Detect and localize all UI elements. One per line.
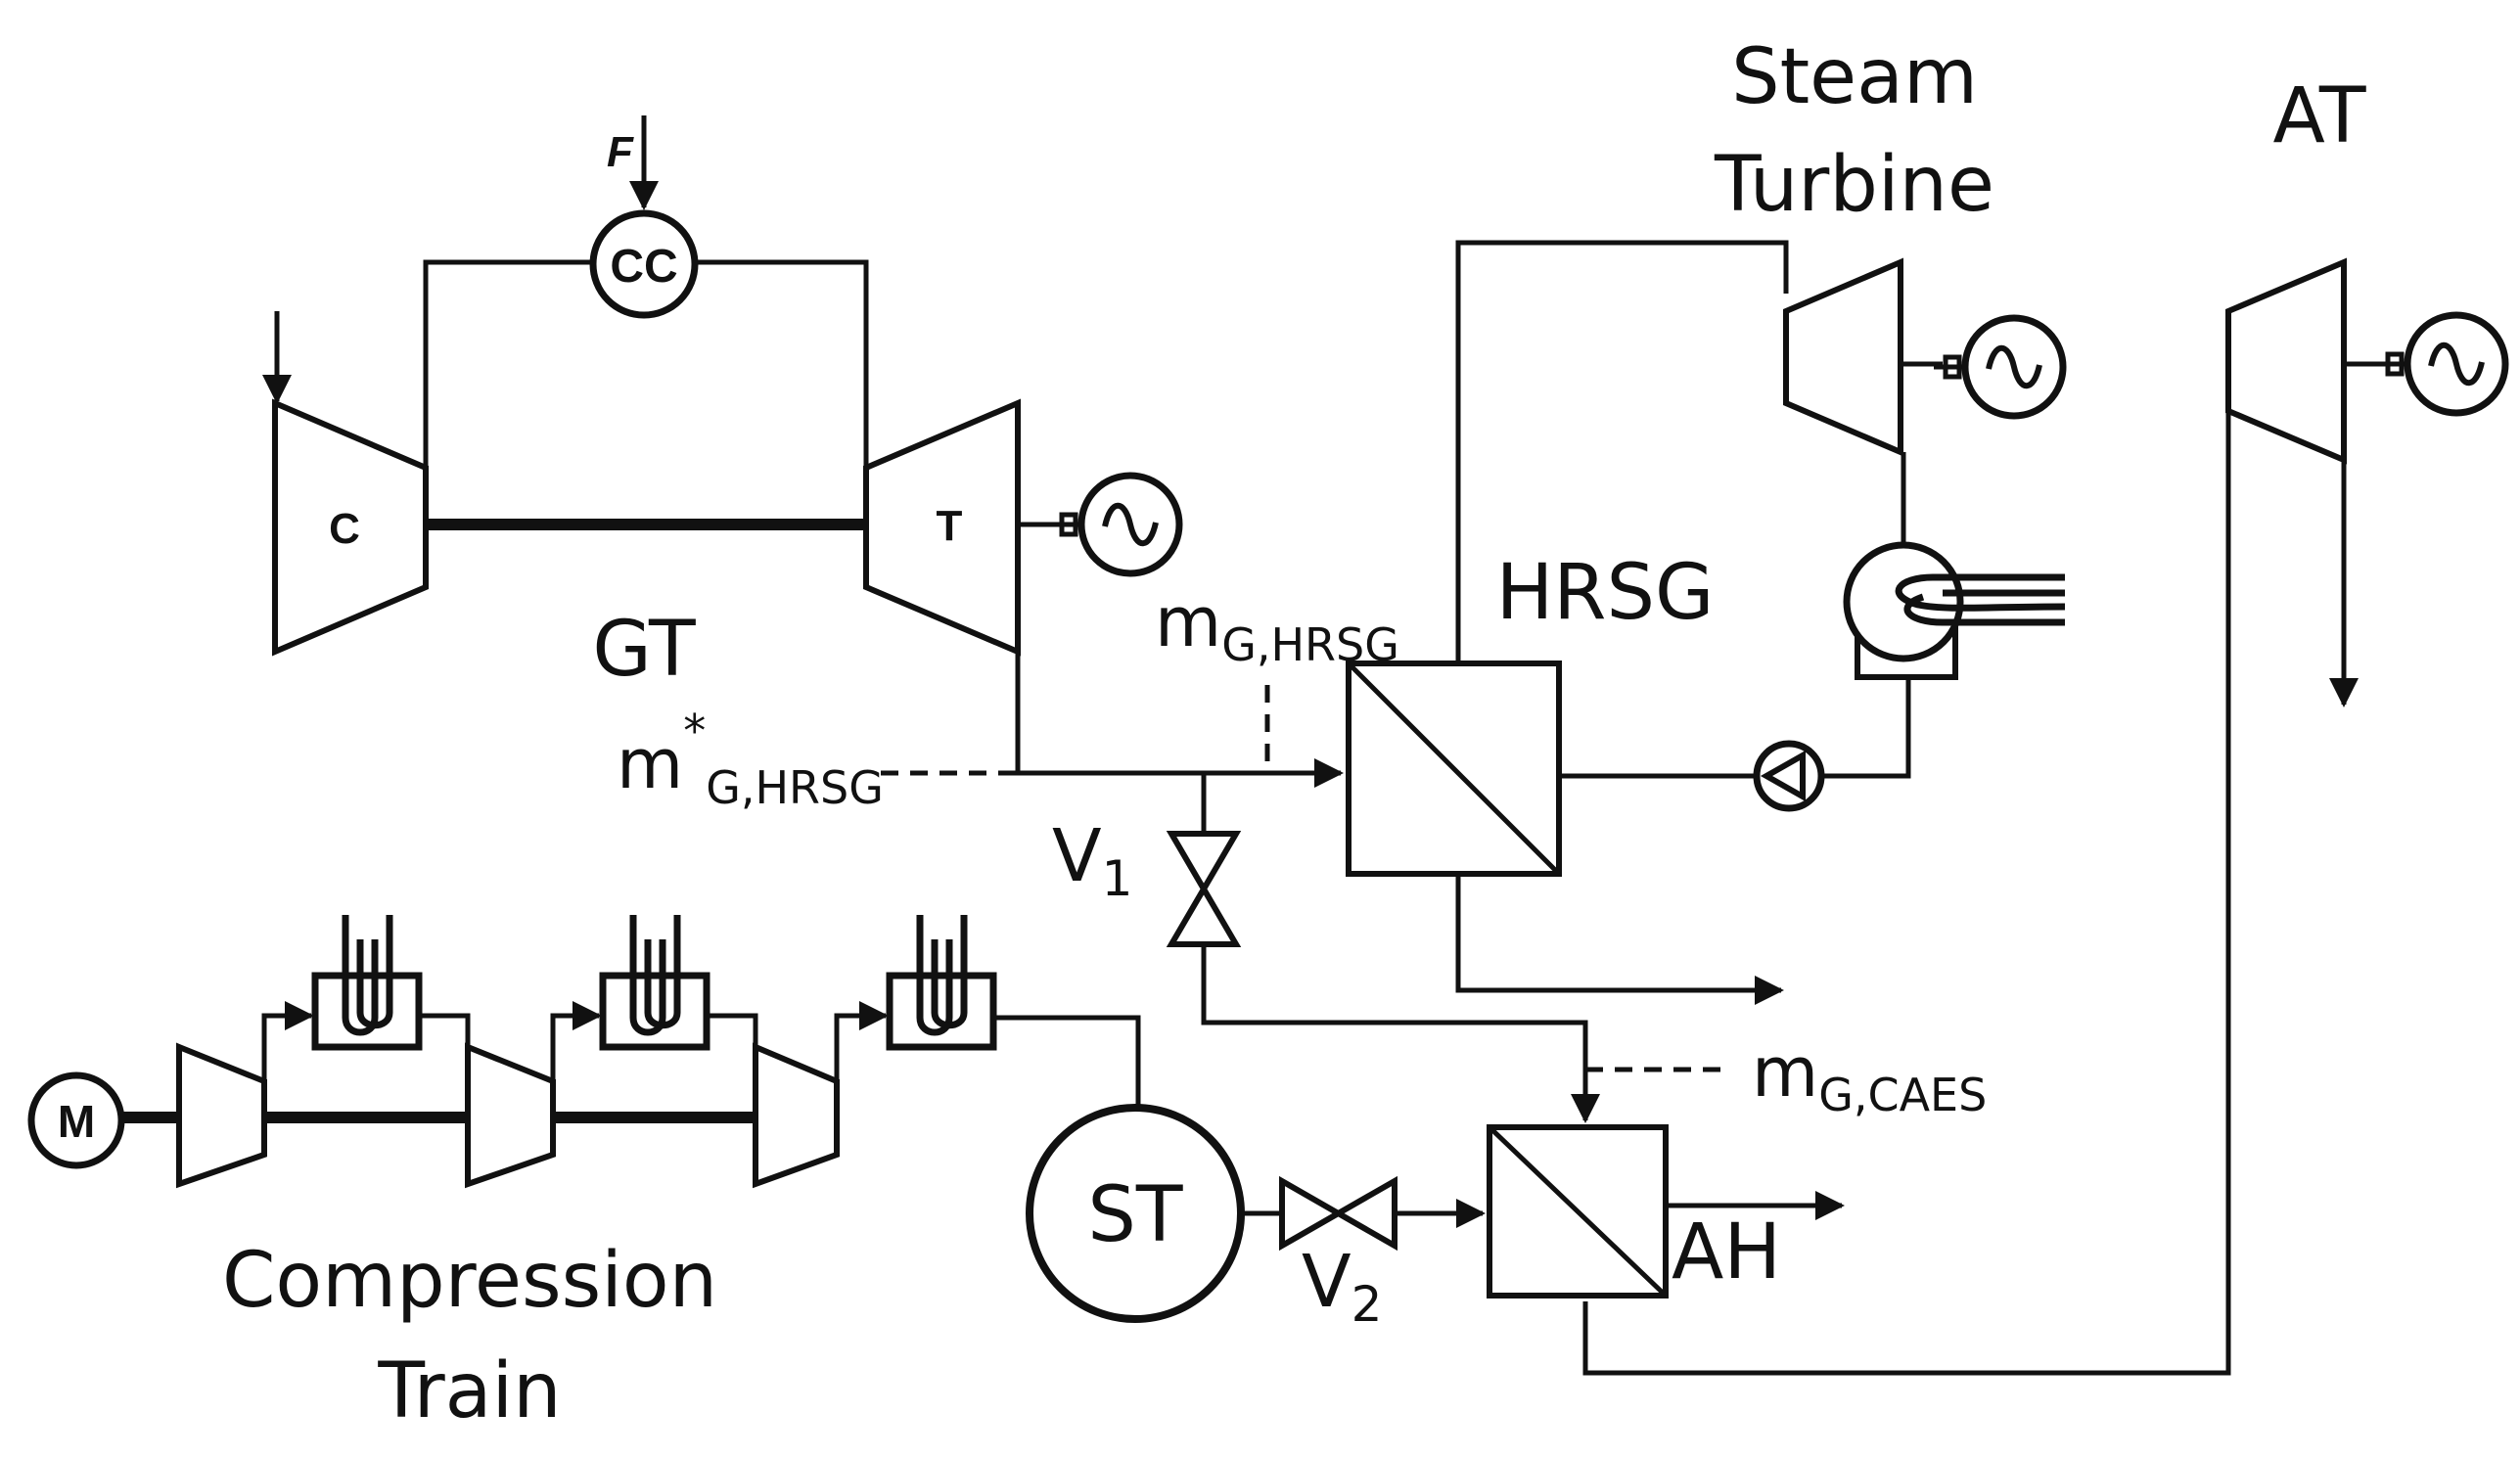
- valve-v1-label: V1: [1052, 814, 1132, 907]
- ah-to-at-line: [1582, 411, 2231, 1376]
- hrsg-gas-outlet-arrow: [1455, 874, 1784, 1005]
- condenser-icon: [1843, 541, 2066, 680]
- valve-v1: V1 mG,CAES: [1052, 773, 1987, 1123]
- compression-train-label-2: Train: [377, 1347, 561, 1435]
- exhaust-to-hrsg-line: [1015, 652, 1344, 788]
- compressor-stage-2: [465, 1042, 556, 1189]
- v1-to-ah-line: [1201, 944, 1600, 1123]
- air-turbine-label: AT: [2273, 72, 2366, 160]
- air-heater-label: AH: [1672, 1208, 1781, 1297]
- hrsg-label: HRSG: [1496, 549, 1715, 637]
- steam-turbine: Steam Turbine: [1714, 33, 2066, 812]
- cc-to-turbine-line: [695, 259, 869, 468]
- storage-tank-label: ST: [1087, 1171, 1183, 1259]
- compression-train: M Compression Train: [27, 915, 997, 1435]
- exhaust-path: m*G,HRSG mG,HRSG: [617, 582, 1399, 814]
- valve-v2-icon: [1279, 1175, 1397, 1252]
- aftercooler-icon: [886, 915, 997, 1051]
- air-heater: AH: [1487, 1124, 1845, 1299]
- gt-compressor-label: C: [329, 505, 360, 553]
- valve-v1-icon: [1166, 831, 1242, 947]
- intercooler-2-icon: [599, 915, 710, 1051]
- gt-turbine-label: T: [937, 502, 963, 550]
- compressor-stage-1: [176, 1042, 267, 1189]
- m-star-g-hrsg-label: m*G,HRSG: [617, 705, 884, 814]
- st-generator-icon: [1934, 318, 2063, 416]
- steam-turbine-label-2: Turbine: [1714, 141, 1994, 229]
- steam-turbine-body: [1783, 257, 1903, 457]
- air-turbine-body: [2225, 257, 2347, 465]
- at-generator-icon: [2376, 315, 2505, 413]
- gt-generator-icon: [1050, 476, 1179, 573]
- valve-v2-label: V2: [1302, 1240, 1382, 1333]
- gas-turbine: F CC C T GT: [262, 115, 1179, 694]
- hrsg-steam-line: [1455, 240, 1789, 663]
- gt-compressor: [272, 398, 429, 657]
- compressor-to-cc-line: [423, 259, 593, 468]
- gt-label: GT: [592, 606, 696, 694]
- m-g-hrsg-label: mG,HRSG: [1155, 582, 1399, 671]
- m-g-caes-label: mG,CAES: [1752, 1032, 1987, 1121]
- steam-turbine-label-1: Steam: [1731, 33, 1978, 121]
- storage-tank: ST V2: [993, 1015, 1486, 1333]
- combustion-chamber-label: CC: [610, 241, 677, 293]
- fuel-label: F: [607, 128, 634, 176]
- compressor-stage-3: [753, 1042, 840, 1189]
- hrsg: HRSG: [1346, 240, 1911, 1005]
- compression-to-st-line: [993, 1015, 1141, 1108]
- air-turbine: AT: [1582, 72, 2505, 1376]
- intercooler-1-icon: [311, 915, 423, 1051]
- motor-label: M: [58, 1096, 95, 1147]
- pump-icon: [1753, 740, 1825, 812]
- compression-train-label-1: Compression: [222, 1237, 717, 1325]
